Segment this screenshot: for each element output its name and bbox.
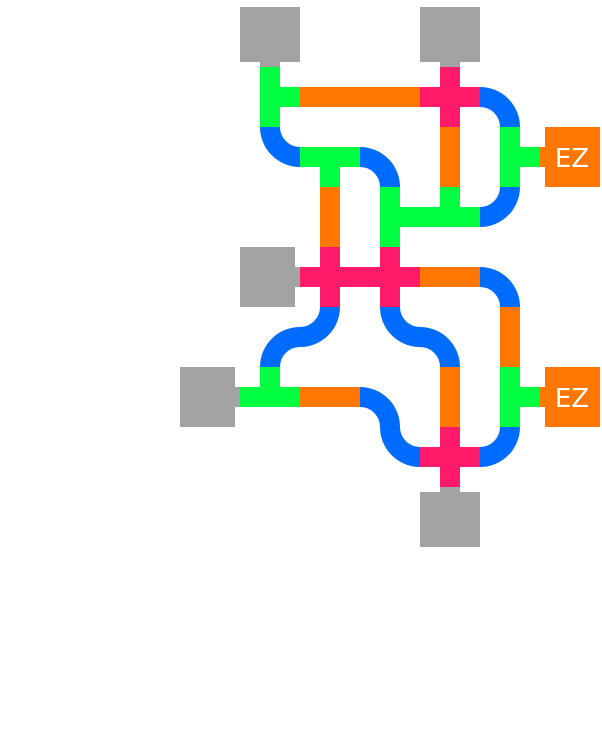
source-stub	[235, 387, 240, 407]
straight-pipes	[300, 87, 520, 427]
target-ez-bottom[interactable]: EZ	[540, 367, 600, 427]
source-block-top-left[interactable]	[240, 7, 300, 62]
cross-pipe-tile[interactable]	[420, 67, 480, 127]
cross-pipe-tile[interactable]	[420, 427, 480, 487]
tee-pipe-tile[interactable]	[380, 187, 420, 247]
straight-pipe-tile[interactable]	[500, 307, 520, 367]
target-label: EZ	[555, 144, 589, 174]
target-block	[545, 367, 600, 427]
straight-pipe-tile[interactable]	[320, 187, 340, 247]
cross-pipes	[300, 67, 480, 487]
source-stub	[440, 487, 460, 492]
straight-pipe-tile[interactable]	[420, 267, 480, 287]
tee-pipe-tile[interactable]	[420, 187, 480, 227]
cross-pipe-tile[interactable]	[300, 247, 360, 307]
elbow-pipe-tile[interactable]	[479, 267, 520, 308]
s-curve-pipe-tile[interactable]	[260, 306, 340, 368]
elbow-pipe-tile[interactable]	[479, 426, 520, 467]
straight-pipe-tile[interactable]	[440, 127, 460, 187]
elbow-pipe-tile[interactable]	[479, 87, 520, 128]
s-curve-pipe-tile[interactable]	[380, 306, 460, 368]
tee-pipes	[240, 67, 540, 427]
source-stub	[295, 267, 300, 287]
elbow-pipe-tile[interactable]	[359, 147, 400, 188]
tee-pipe-tile[interactable]	[300, 147, 360, 187]
tee-pipe-tile[interactable]	[500, 127, 540, 187]
elbow-pipe-tile[interactable]	[260, 126, 301, 167]
source-block-left[interactable]	[180, 367, 235, 427]
elbow-pipe-tile[interactable]	[479, 186, 520, 227]
tee-pipe-tile[interactable]	[260, 67, 300, 127]
source-stub	[440, 62, 460, 67]
elbow-pipes	[260, 87, 520, 467]
target-connector	[540, 387, 546, 407]
target-block	[545, 127, 600, 187]
target-label: EZ	[555, 384, 589, 414]
tee-pipe-tile[interactable]	[500, 367, 540, 427]
cross-pipe-tile[interactable]	[360, 247, 420, 307]
source-blocks	[180, 7, 480, 547]
tee-pipe-tile[interactable]	[240, 367, 300, 407]
straight-pipe-tile[interactable]	[440, 367, 460, 427]
source-stub	[260, 62, 280, 67]
source-block-bottom[interactable]	[420, 492, 480, 547]
straight-pipe-tile[interactable]	[300, 387, 360, 407]
s-curve-pipe-tile[interactable]	[359, 387, 421, 467]
straight-pipe-tile[interactable]	[300, 87, 420, 107]
source-block-middle[interactable]	[240, 247, 295, 307]
source-block-top-right[interactable]	[420, 7, 480, 62]
target-connector	[540, 147, 546, 167]
target-ez-top[interactable]: EZ	[540, 127, 600, 187]
